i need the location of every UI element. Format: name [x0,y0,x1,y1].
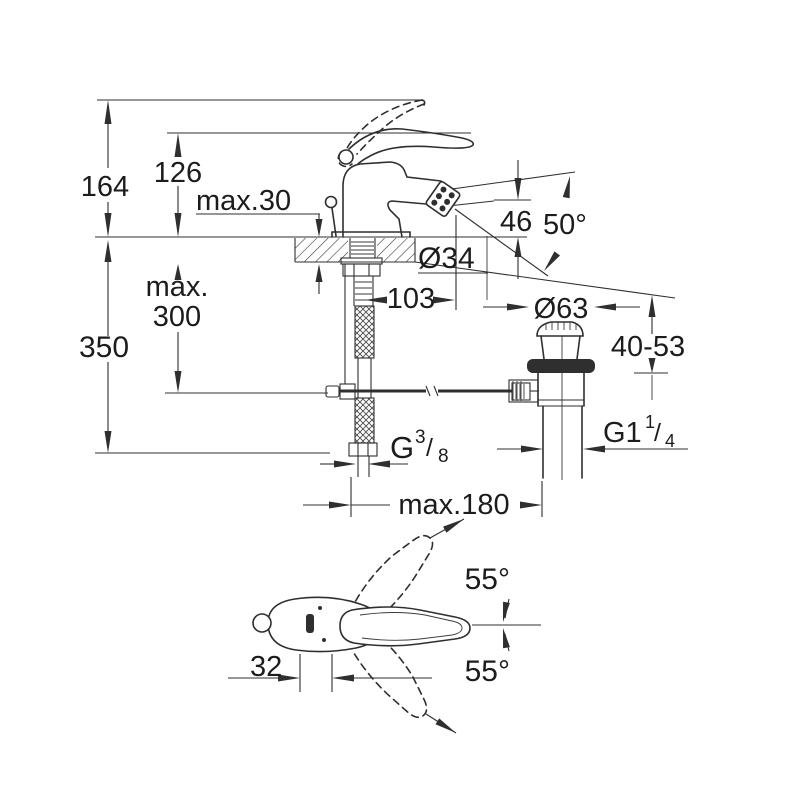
dim-spout-angle-label: 50° [543,209,587,241]
dim-waste-flange-diameter-label: Ø63 [534,293,589,325]
dim-handle-offset: 32 [228,651,432,692]
faucet-body [331,161,442,238]
dim-total-height: 164 [81,100,129,237]
dim-swing-down: 55° [425,655,510,734]
dim-below-deck-height-label: 350 [79,331,129,364]
handle-swing-up-dashed [354,534,434,619]
lever-handle [338,128,475,165]
supply-thread-numerator: 3 [415,427,426,448]
dim-below-deck-height: 350 [79,240,129,453]
dim-waste-thread: G1 1 / 4 [497,412,688,453]
dim-waste-clamp-range: 40-53 [611,295,685,400]
supply-thread-denominator: 8 [438,446,449,467]
dim-swing-up: 55° [429,518,510,596]
dim-swing-down-label: 55° [465,655,510,688]
front-view: 164 126 max.30 46 50° [79,99,688,521]
dim-outlet-height: 46 [500,160,532,279]
dim-total-height-label: 164 [81,171,129,203]
waste-thread-slash: / [654,419,661,447]
dim-hose-depth-line2: 300 [153,301,201,333]
mounting-deck [294,238,416,262]
dim-shank-diameter: Ø34 [418,242,488,275]
dim-spout-angle: 50° [543,176,587,271]
waste-thread-prefix: G1 [603,417,642,449]
dim-center-distance-label: max.180 [398,489,509,521]
waste-thread-numerator: 1 [645,412,655,432]
waste-thread-denominator: 4 [665,431,675,451]
dim-waste-flange-diameter: Ø63 [483,293,640,325]
dim-handle-height: 126 [154,133,202,237]
aerator [425,181,461,217]
reference-lines [95,99,676,454]
dim-handle-height-label: 126 [154,157,202,189]
dim-spout-reach-label: 103 [387,283,435,315]
dim-center-distance: max.180 [303,477,543,521]
waste-assembly [508,321,595,480]
dim-shank-diameter-label: Ø34 [418,242,475,275]
dim-handle-offset-label: 32 [250,651,282,683]
swing-reference-axis [472,598,541,652]
pop-up-knob [324,195,338,237]
pop-up-knob-top-view [252,613,272,633]
supply-thread-slash: / [426,434,433,462]
dim-spout-reach: 103 [365,283,455,315]
dim-outlet-height-label: 46 [500,206,532,238]
dim-deck-thickness: max.30 [196,185,323,294]
supply-thread-prefix: G [390,430,414,465]
handle-swing-down-dashed [352,630,428,719]
dim-deck-thickness-label: max.30 [196,185,291,217]
dim-hose-depth: max. 300 [146,264,209,393]
dim-swing-up-label: 55° [465,563,510,596]
dim-hose-depth-line1: max. [146,271,209,303]
handle-top-view [306,606,471,647]
pop-up-rod [325,264,539,401]
dim-waste-clamp-range-label: 40-53 [611,331,685,363]
dim-supply-thread: G 3 / 8 [320,427,449,468]
top-view: 55° 55° 32 [228,518,541,734]
handle-indicator-mark [306,614,314,633]
threaded-shank [340,238,383,306]
